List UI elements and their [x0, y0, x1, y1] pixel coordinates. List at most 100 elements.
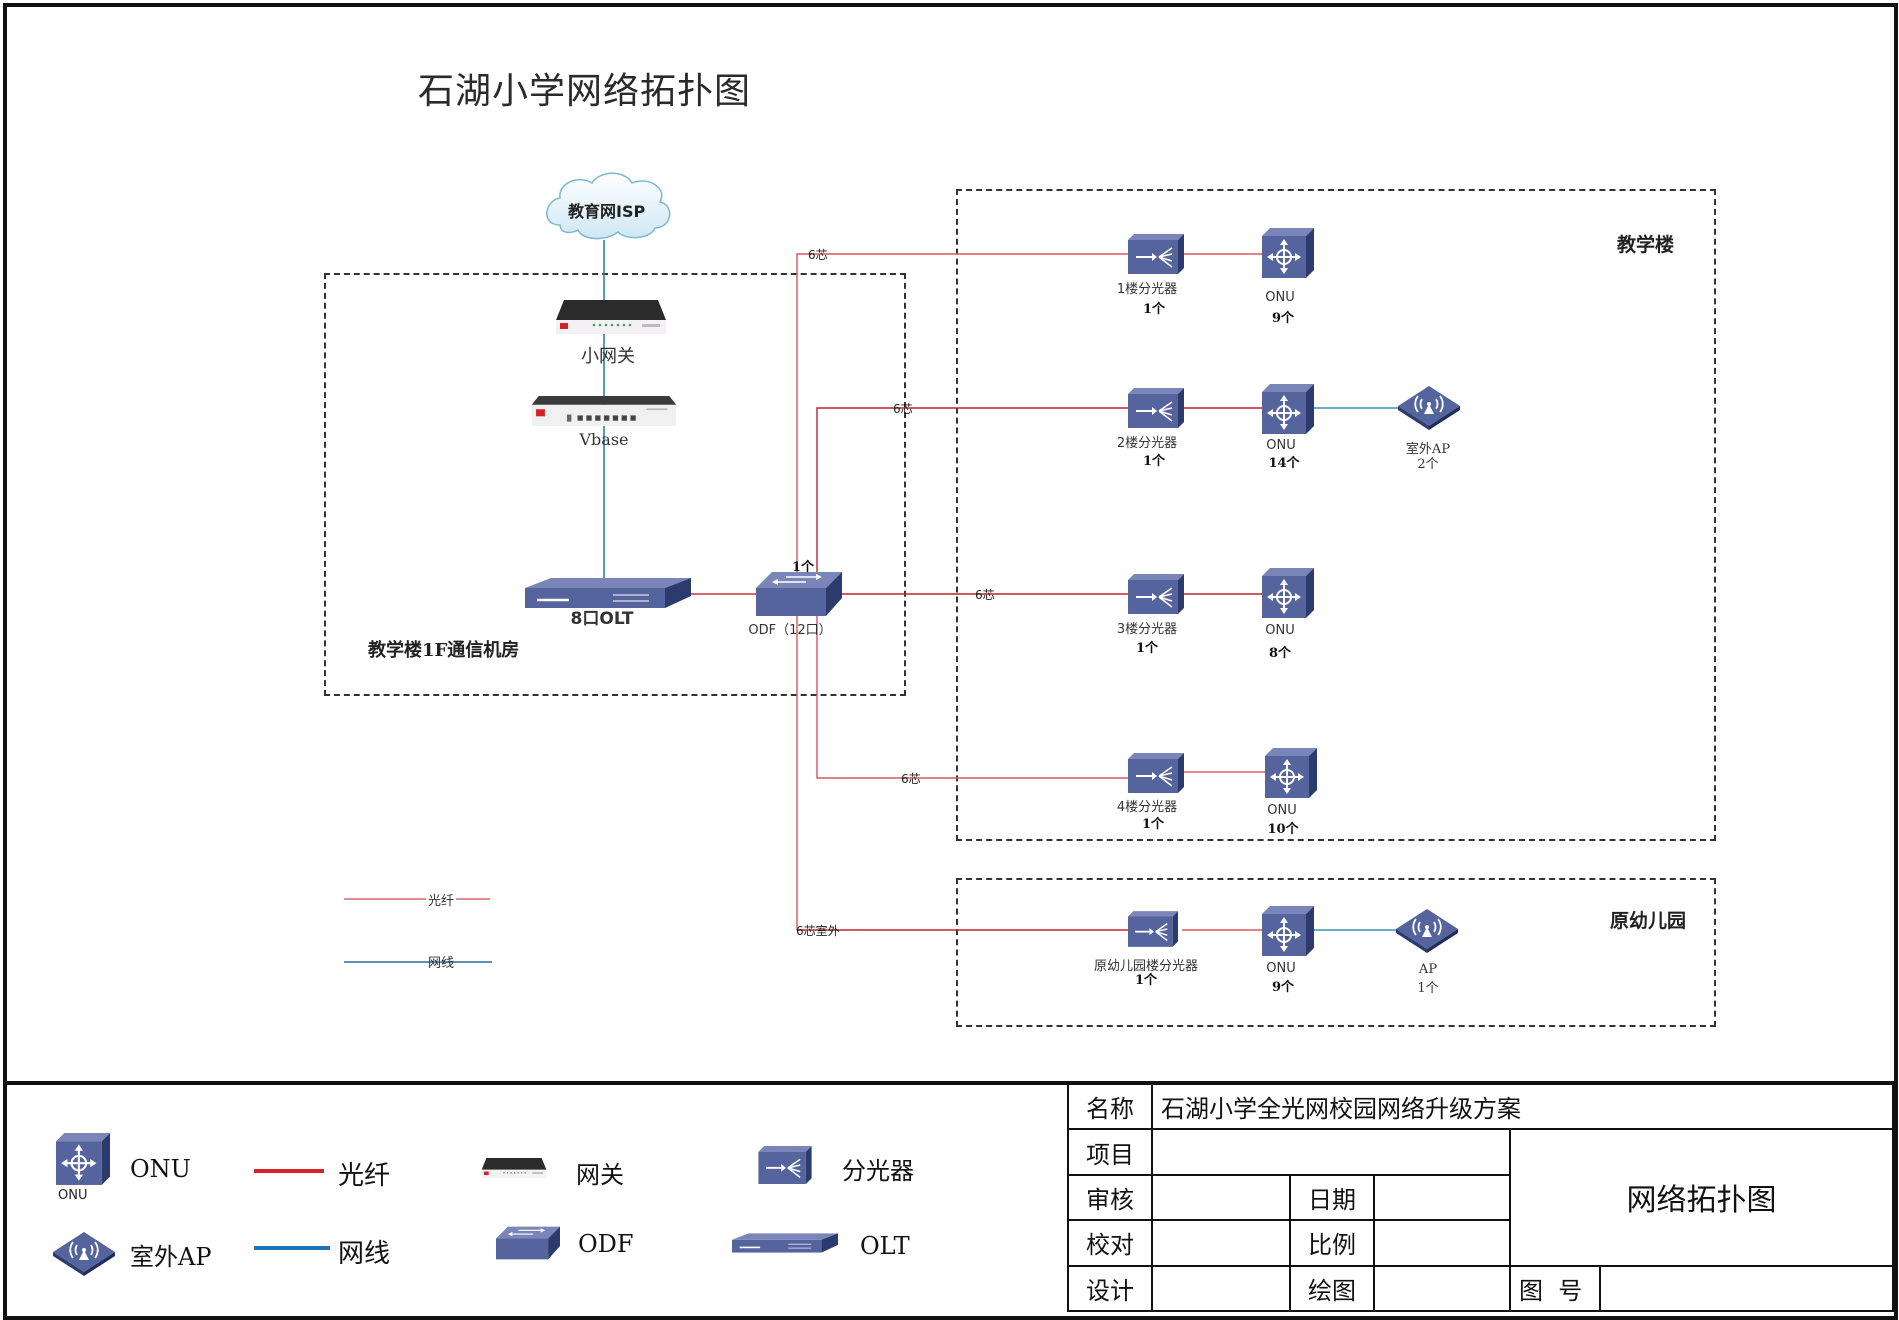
teaching-building-label: 教学楼	[1617, 234, 1675, 256]
legend-onu-label: ONU	[130, 1155, 191, 1183]
core-room-label: 教学楼1F通信机房	[368, 640, 520, 661]
outdoor-ap-label: 室外AP	[1405, 442, 1451, 457]
frame-divider	[3, 1081, 1894, 1085]
onu-3f-count: 8个	[1268, 646, 1292, 661]
tb-drawing-label: 绘图	[1289, 1264, 1375, 1313]
splitter-4f-count: 1个	[1141, 817, 1165, 832]
onu-1f-label: ONU	[1265, 290, 1295, 305]
legend-olt-icon	[732, 1233, 838, 1253]
tb-design-value	[1151, 1264, 1291, 1313]
legend-fiber-text: 光纤	[425, 890, 457, 909]
kindergarten-ap	[1396, 909, 1458, 953]
splitter-2f-count: 1个	[1142, 454, 1166, 469]
onu-2f	[1262, 384, 1314, 434]
splitter-3f-count: 1个	[1135, 641, 1159, 656]
onu-4f	[1265, 748, 1317, 798]
splitter-kindergarten	[1128, 911, 1178, 947]
tb-check-value	[1151, 1219, 1291, 1267]
tb-check-label: 校对	[1067, 1219, 1153, 1267]
legend-splitter-label: 分光器	[842, 1157, 914, 1185]
gateway-device	[556, 300, 666, 334]
odf-count: 1个	[791, 560, 815, 575]
onu-1f	[1262, 228, 1314, 278]
odf-label: ODF（12口）	[748, 623, 832, 638]
vbase-device	[531, 396, 677, 426]
legend-gateway-icon	[481, 1158, 547, 1178]
tb-scale-value	[1373, 1219, 1511, 1267]
legend-splitter-icon	[757, 1146, 813, 1184]
onu-2f-count: 14个	[1268, 456, 1300, 471]
diagram-title: 石湖小学网络拓扑图	[418, 71, 752, 112]
tb-project-value	[1151, 1128, 1511, 1176]
cable-label-1: 6芯	[808, 248, 828, 262]
fiber-branch-1	[796, 253, 1130, 930]
splitter-3f-label: 3楼分光器	[1116, 622, 1178, 637]
tb-project-label: 项目	[1067, 1128, 1153, 1176]
cable-label-4: 6芯	[901, 772, 921, 786]
legend-ethernet-label: 网线	[338, 1239, 391, 1269]
onu-kindergarten-label: ONU	[1266, 961, 1296, 976]
tb-review-label: 审核	[1067, 1173, 1153, 1222]
splitter-3f	[1128, 574, 1184, 614]
drawing-frame	[3, 3, 1898, 1320]
splitter-kindergarten-label: 原幼儿园楼分光器	[1093, 959, 1199, 974]
tb-design-label: 设计	[1067, 1264, 1153, 1313]
outdoor-ap	[1398, 386, 1460, 430]
tb-drawing-title: 网络拓扑图	[1509, 1128, 1894, 1267]
legend-fiber-label: 光纤	[338, 1161, 391, 1191]
legend-odf-label: ODF	[578, 1230, 634, 1258]
splitter-1f-label: 1楼分光器	[1116, 282, 1178, 297]
legend-odf-icon	[496, 1226, 560, 1260]
isp-cloud-label: 教育网ISP	[568, 202, 646, 221]
onu-kindergarten	[1262, 906, 1314, 956]
tb-name-value: 石湖小学全光网校园网络升级方案	[1151, 1081, 1894, 1131]
legend-onu-icon	[56, 1133, 110, 1185]
cable-label-3: 6芯	[975, 588, 995, 602]
onu-2f-label: ONU	[1266, 438, 1296, 453]
kindergarten-ap-count: 1个	[1417, 981, 1439, 996]
tb-review-value	[1151, 1173, 1291, 1222]
vbase-label: Vbase	[579, 430, 629, 449]
legend-gateway-label: 网关	[576, 1161, 624, 1189]
legend-olt-label: OLT	[860, 1232, 910, 1260]
legend-onu-caption: ONU	[58, 1188, 88, 1203]
splitter-kindergarten-count: 1个	[1134, 973, 1158, 988]
onu-3f	[1262, 568, 1314, 618]
splitter-4f	[1128, 753, 1184, 793]
fiber-branch-2	[816, 407, 1130, 594]
splitter-4f-label: 4楼分光器	[1116, 800, 1178, 815]
splitter-2f-label: 2楼分光器	[1116, 436, 1178, 451]
legend-outdoor-ap-label: 室外AP	[130, 1243, 212, 1271]
onu-1f-count: 9个	[1271, 311, 1295, 326]
title-block: 名称 石湖小学全光网校园网络升级方案 项目 网络拓扑图 审核 日期 校对 比例 …	[1067, 1081, 1894, 1313]
tb-date-value	[1373, 1173, 1511, 1222]
tb-drawing-no-label: 图 号	[1509, 1264, 1601, 1313]
gateway-label: 小网关	[581, 346, 635, 367]
fiber-branch-4	[816, 594, 1130, 779]
splitter-1f-count: 1个	[1142, 302, 1166, 317]
onu-kindergarten-count: 9个	[1271, 980, 1295, 995]
onu-4f-label: ONU	[1267, 803, 1297, 818]
tb-scale-label: 比例	[1289, 1219, 1375, 1267]
outdoor-ap-count: 2个	[1417, 457, 1439, 472]
tb-drawing-value	[1373, 1264, 1511, 1313]
cable-label-5: 6芯室外	[796, 924, 840, 938]
olt-label: 8口OLT	[570, 609, 634, 629]
legend-ethernet-text: 网线	[427, 956, 455, 971]
legend-outdoor-ap-icon	[52, 1232, 116, 1276]
kindergarten-ap-label: AP	[1418, 962, 1438, 977]
tb-drawing-no-value	[1599, 1264, 1894, 1313]
kindergarten-label: 原幼儿园	[1610, 910, 1687, 932]
core-room-zone	[324, 273, 906, 696]
onu-4f-count: 10个	[1267, 822, 1299, 837]
teaching-building-zone	[956, 189, 1716, 841]
cable-label-2: 6芯	[893, 402, 913, 416]
kindergarten-zone	[956, 878, 1716, 1027]
isp-cloud	[546, 172, 671, 240]
tb-date-label: 日期	[1289, 1173, 1375, 1222]
splitter-1f	[1128, 234, 1184, 274]
tb-name-label: 名称	[1067, 1081, 1153, 1131]
onu-3f-label: ONU	[1265, 623, 1295, 638]
splitter-2f	[1128, 388, 1184, 428]
